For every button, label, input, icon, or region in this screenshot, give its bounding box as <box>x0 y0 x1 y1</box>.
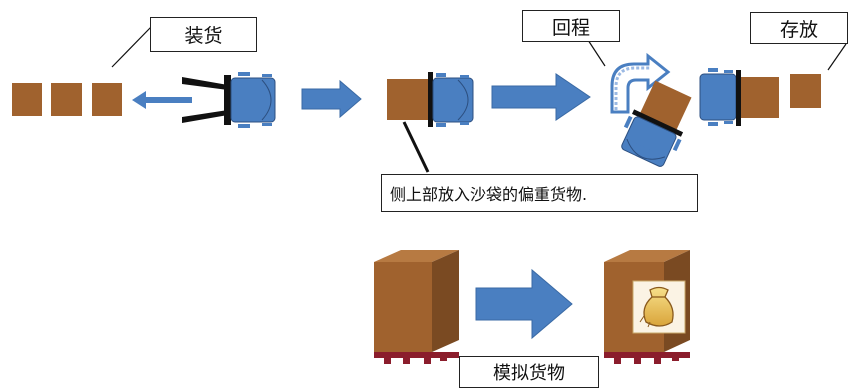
loading-callout-line <box>111 25 153 68</box>
pallet-box-icon <box>374 250 459 364</box>
return-label: 回程 <box>522 10 620 42</box>
storage-callout-line <box>827 43 847 71</box>
forklift-icon <box>621 80 692 167</box>
loading-label: 装货 <box>150 17 257 52</box>
arrow-left-icon <box>132 91 192 109</box>
sandbag-icon <box>632 280 686 334</box>
forklift-icon <box>699 68 779 126</box>
forklift-icon <box>182 72 276 128</box>
return-callout-line <box>587 39 606 67</box>
arrow-right-icon <box>491 73 591 121</box>
arrow-right-icon <box>475 268 573 340</box>
note-callout: 侧上部放入沙袋的偏重货物. <box>381 174 698 212</box>
forklift-icon <box>387 72 474 127</box>
simulated-cargo-label: 模拟货物 <box>459 356 599 388</box>
note-callout-line <box>402 121 430 173</box>
cargo-box-icon <box>790 74 821 108</box>
arrow-right-icon <box>301 79 362 119</box>
u-turn-arrow-icon <box>610 52 671 114</box>
cargo-box-icon <box>12 83 122 116</box>
storage-label: 存放 <box>750 12 848 44</box>
